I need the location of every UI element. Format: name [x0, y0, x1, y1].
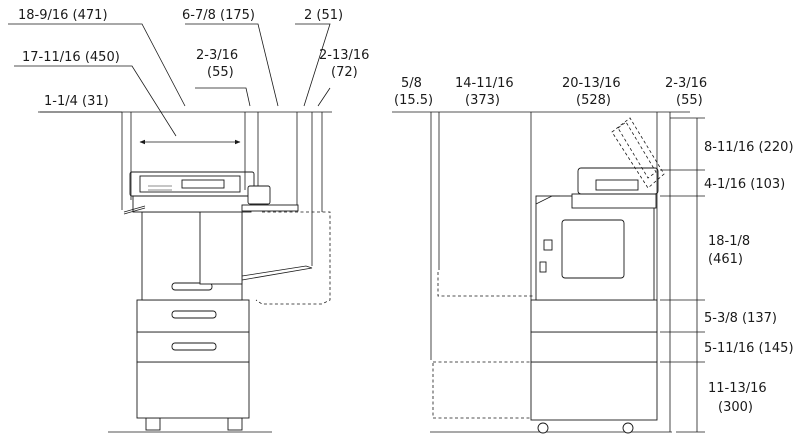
dim-left-margin: 1-1/4 (31) — [44, 94, 109, 109]
side-view-machine — [430, 117, 672, 434]
dim-drawer-extension-2: (373) — [465, 93, 500, 108]
dim-main-body-height-1: 18-1/8 — [708, 234, 750, 249]
dim-rear-offset-1: 2-3/16 — [665, 76, 707, 91]
dim-panel-offset-2: (55) — [207, 65, 234, 80]
dim-front-gap-2: (15.5) — [394, 93, 433, 108]
dim-output-offset-2: (72) — [331, 65, 358, 80]
front-view-machine — [108, 171, 331, 433]
side-dimension-labels: 5/8 (15.5) 14-11/16 (373) 20-13/16 (528)… — [394, 76, 794, 415]
dim-cabinet-height-2: (300) — [718, 400, 753, 415]
dim-front-gap-1: 5/8 — [401, 76, 422, 91]
dim-panel-offset-1: 2-3/16 — [196, 48, 238, 63]
dim-body-depth-1: 20-13/16 — [562, 76, 621, 91]
dim-body-depth-2: (528) — [576, 93, 611, 108]
front-dimension-labels: 18-9/16 (471) 17-11/16 (450) 1-1/4 (31) … — [18, 8, 369, 109]
front-dimension-lines — [8, 23, 332, 266]
dim-adf-open-height: 8-11/16 (220) — [704, 140, 794, 155]
dim-adf-width: 17-11/16 (450) — [22, 50, 120, 65]
dim-tray-offset: 2 (51) — [304, 8, 343, 23]
dim-cabinet-height-1: 11-13/16 — [708, 381, 767, 396]
dim-right-extension: 6-7/8 (175) — [182, 8, 255, 23]
dim-drawer-extension-1: 14-11/16 — [455, 76, 514, 91]
dim-adf-height: 4-1/16 (103) — [704, 177, 785, 192]
dim-output-offset-1: 2-13/16 — [319, 48, 369, 63]
side-dimension-lines — [392, 111, 705, 433]
dim-rear-offset-2: (55) — [676, 93, 703, 108]
dim-cassette-height: 5-11/16 (145) — [704, 341, 794, 356]
dim-tray-unit-height: 5-3/8 (137) — [704, 311, 777, 326]
dim-overall-width: 18-9/16 (471) — [18, 8, 108, 23]
dim-main-body-height-2: (461) — [708, 252, 743, 267]
